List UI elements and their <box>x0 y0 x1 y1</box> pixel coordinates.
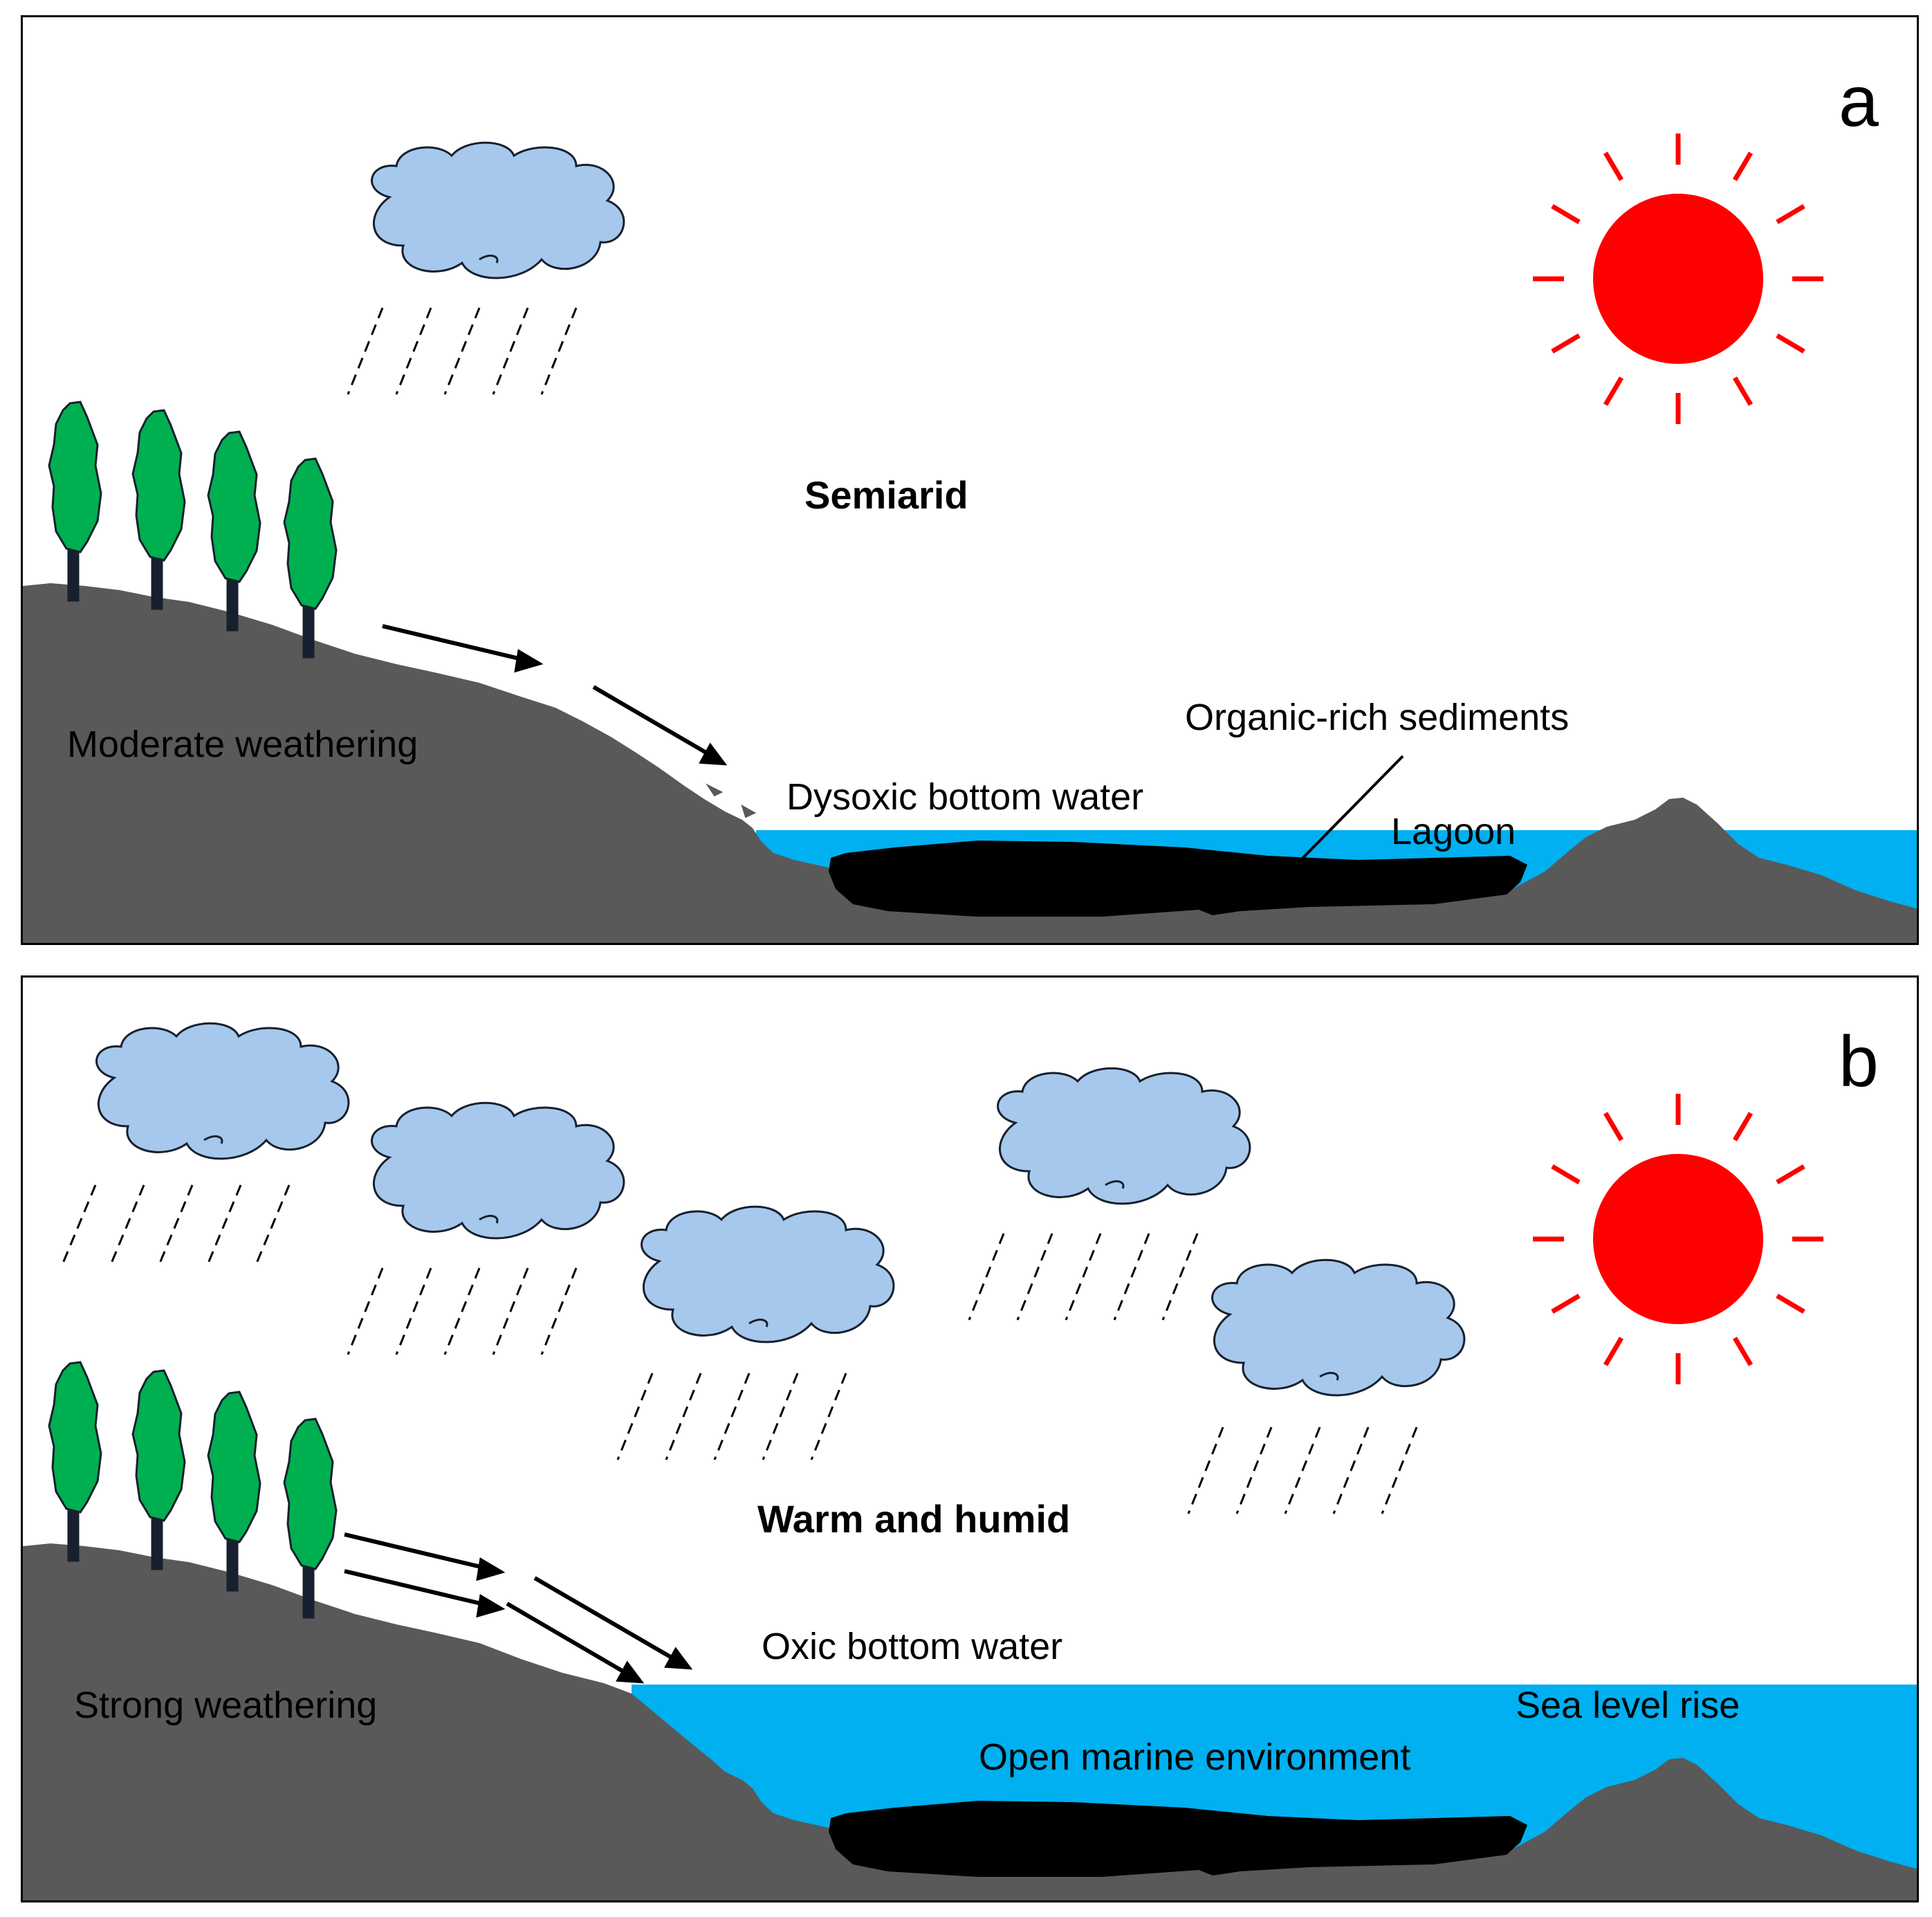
rain <box>59 1184 1418 1514</box>
land <box>23 1543 1917 1900</box>
runoff-arrows <box>344 1532 693 1684</box>
water-body-label: Lagoon <box>1391 811 1516 852</box>
climate-label: Warm and humid <box>757 1497 1071 1541</box>
trees <box>48 1361 338 1619</box>
sea-level-label: Sea level rise <box>1516 1685 1740 1726</box>
panel-letter: b <box>1839 1022 1879 1102</box>
sediments-label: Organic-rich sediments <box>1185 697 1570 738</box>
sun <box>1533 134 1823 424</box>
land <box>23 583 1917 943</box>
cloud <box>371 141 625 279</box>
bottom-water-label: Oxic bottom water <box>762 1626 1063 1667</box>
panel-b: b Warm and humid Strong weathering Oxic … <box>21 975 1919 1902</box>
water-body-label: Open marine environment <box>979 1736 1411 1778</box>
organic-rich-sediments <box>829 841 1527 917</box>
weathering-label: Moderate weathering <box>67 724 418 765</box>
weathering-label: Strong weathering <box>74 1685 378 1726</box>
panel-a-scene <box>23 134 1917 943</box>
runoff-arrows <box>382 624 728 766</box>
clouds <box>95 1022 1466 1397</box>
climate-label: Semiarid <box>804 473 968 517</box>
bottom-water-label: Dysoxic bottom water <box>786 776 1144 818</box>
sediment-body <box>829 1801 1527 1877</box>
trees <box>48 401 338 659</box>
panel-letter: a <box>1839 62 1879 142</box>
sun <box>1533 1094 1823 1384</box>
panel-b-scene <box>23 1022 1917 1900</box>
rain <box>347 307 578 395</box>
panel-a: a Semiarid Moderate weathering Dysoxic b… <box>21 15 1919 945</box>
